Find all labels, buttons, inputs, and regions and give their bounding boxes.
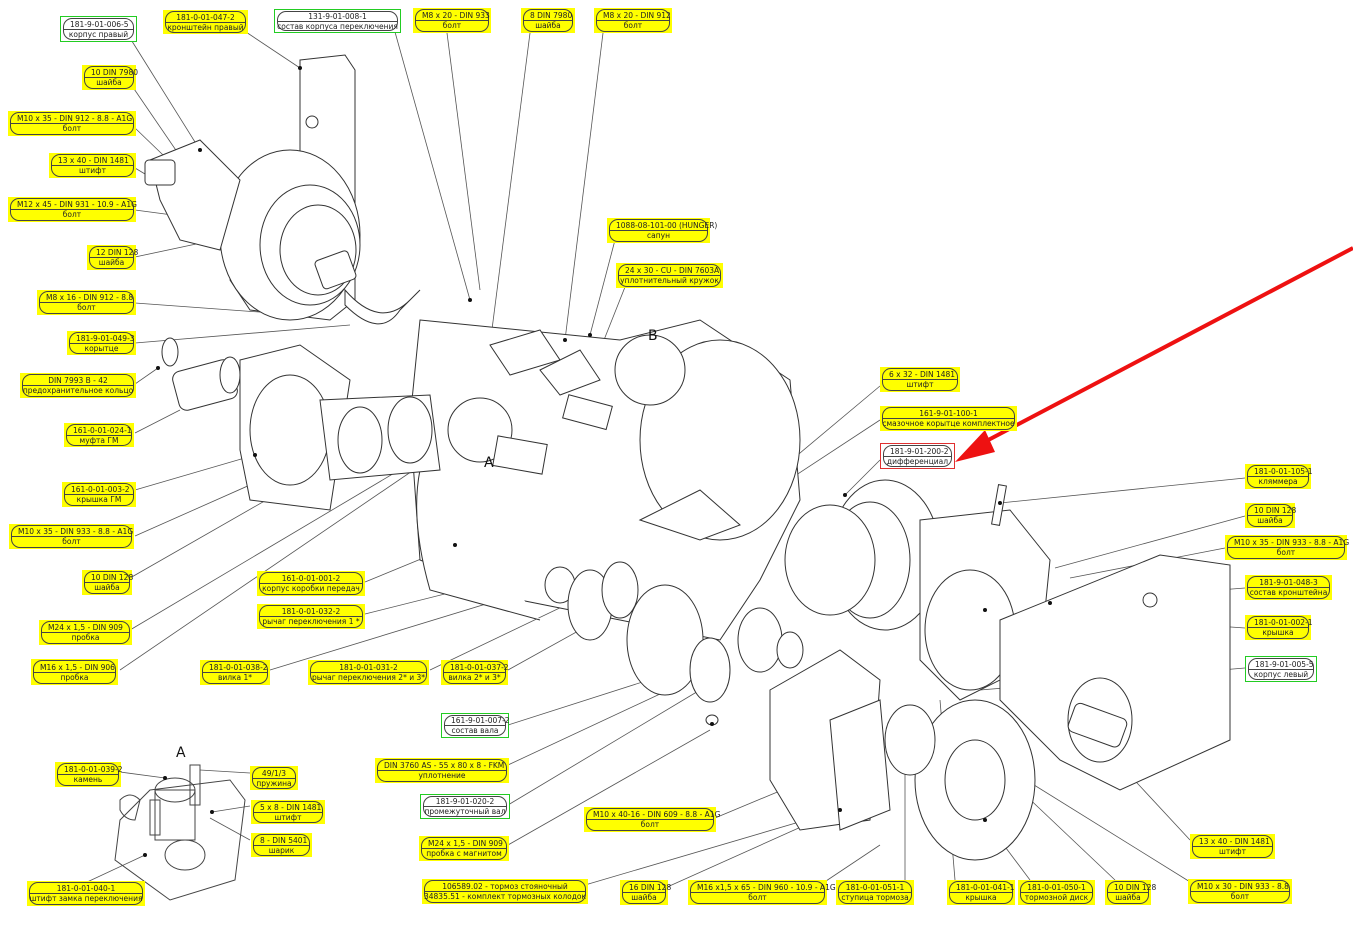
view-letter-a: A <box>484 455 494 471</box>
view-letter-a-detail: A <box>176 745 186 761</box>
gm-parts <box>161 337 441 511</box>
leader-dots <box>143 66 1052 857</box>
right-housing-parts <box>144 54 421 325</box>
red-pointer-arrow-head <box>955 430 995 462</box>
left-housing-parts <box>769 484 1231 861</box>
part-label[interactable]: 1088-08-101-00 (HUNGER)сапун <box>607 218 717 243</box>
view-letter-b: B <box>648 328 658 344</box>
gearbox-housing <box>409 319 801 641</box>
gear-train <box>544 479 941 726</box>
detail-a <box>114 764 246 901</box>
red-pointer-arrow-shaft <box>974 246 1353 449</box>
